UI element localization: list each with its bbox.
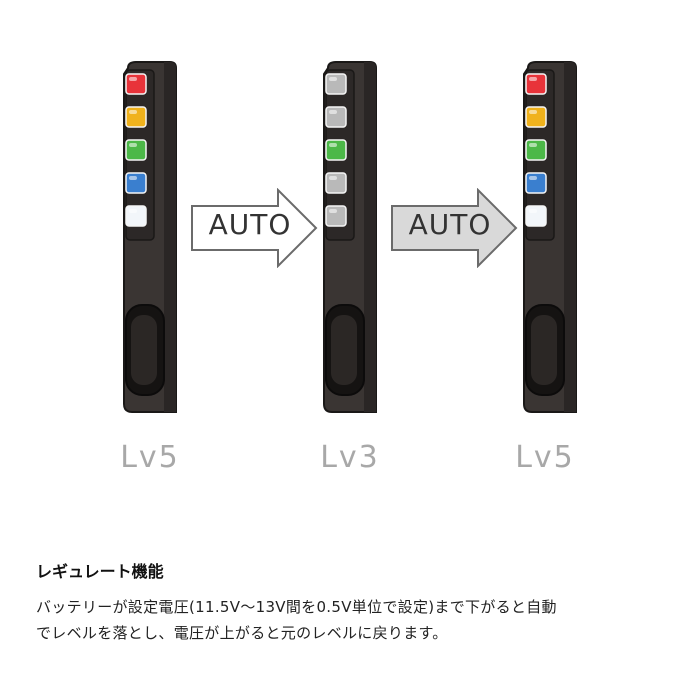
led-yellow <box>525 106 547 128</box>
led-highlight <box>529 176 537 180</box>
led-highlight <box>129 176 137 180</box>
arrow-shape-1 <box>191 187 318 269</box>
led-off <box>325 205 347 227</box>
led-yellow <box>125 106 147 128</box>
led-highlight <box>529 209 537 213</box>
led-off <box>325 172 347 194</box>
led-highlight <box>129 110 137 114</box>
led-highlight <box>329 110 337 114</box>
led-green <box>325 139 347 161</box>
auto-arrow-2: AUTO <box>390 187 520 269</box>
led-highlight <box>529 143 537 147</box>
led-white <box>125 205 147 227</box>
led-indicator-device-1 <box>120 60 180 415</box>
arrow-shape-2 <box>391 187 518 269</box>
level-label-3: Lv5 <box>515 440 575 475</box>
led-blue <box>125 172 147 194</box>
led-red <box>525 73 547 95</box>
led-highlight <box>329 143 337 147</box>
section-heading: レギュレート機能 <box>36 562 164 581</box>
led-off <box>325 73 347 95</box>
led-highlight <box>129 143 137 147</box>
led-white <box>525 205 547 227</box>
led-highlight <box>329 176 337 180</box>
device-body-2 <box>323 61 377 413</box>
description: バッテリーが設定電圧(11.5V〜13V間を0.5V単位で設定)まで下がると自動… <box>36 594 666 646</box>
led-indicator-device-3 <box>520 60 580 415</box>
led-highlight <box>329 77 337 81</box>
led-indicator-device-2 <box>320 60 380 415</box>
led-highlight <box>529 77 537 81</box>
led-highlight <box>529 110 537 114</box>
description-line-1: バッテリーが設定電圧(11.5V〜13V間を0.5V単位で設定)まで下がると自動 <box>36 598 557 616</box>
led-highlight <box>329 209 337 213</box>
led-green <box>125 139 147 161</box>
led-red <box>125 73 147 95</box>
device-body-3 <box>523 61 577 413</box>
led-blue <box>525 172 547 194</box>
level-label-1: Lv5 <box>120 440 180 475</box>
led-highlight <box>129 209 137 213</box>
led-green <box>525 139 547 161</box>
auto-arrow-1: AUTO <box>190 187 320 269</box>
led-highlight <box>129 77 137 81</box>
led-off <box>325 106 347 128</box>
level-label-2: Lv3 <box>320 440 380 475</box>
device-body-1 <box>123 61 177 413</box>
auto-label-1: AUTO <box>208 208 292 241</box>
auto-label-2: AUTO <box>408 208 492 241</box>
description-line-2: でレベルを落とし、電圧が上がると元のレベルに戻ります。 <box>36 624 448 642</box>
